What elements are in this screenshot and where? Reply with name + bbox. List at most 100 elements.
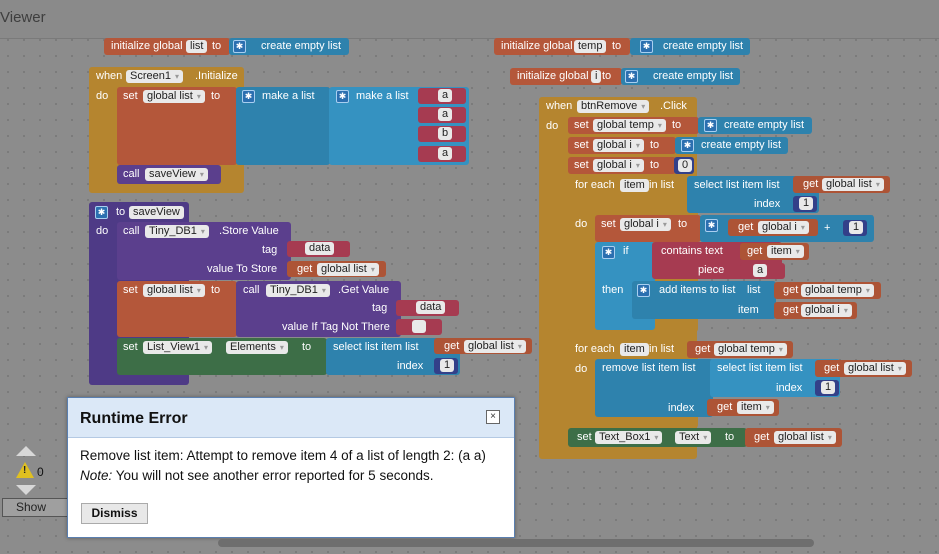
create-empty-list-block[interactable]: ✱ create empty list bbox=[675, 137, 788, 154]
create-empty-list-block[interactable]: ✱ create empty list bbox=[621, 68, 740, 85]
text-literal-block[interactable]: a bbox=[418, 107, 466, 123]
property-field[interactable]: Elements▾ bbox=[226, 341, 288, 354]
get-item-block[interactable]: get item▾ bbox=[740, 243, 809, 260]
text-value-field[interactable] bbox=[412, 320, 426, 333]
get-global-list-block[interactable]: get global list▾ bbox=[815, 360, 912, 377]
text-literal-block[interactable]: a bbox=[418, 146, 466, 162]
component-field[interactable]: List_View1▾ bbox=[143, 341, 213, 354]
horizontal-scrollbar[interactable] bbox=[218, 539, 814, 547]
create-empty-list-block[interactable]: ✱ create empty list bbox=[630, 38, 750, 55]
variable-field[interactable]: global temp▾ bbox=[801, 284, 874, 297]
previous-warning-arrow-icon[interactable] bbox=[16, 446, 36, 456]
set-global-list-block[interactable]: set global list▾ to bbox=[117, 281, 237, 337]
init-global-temp-block[interactable]: initialize global temp to bbox=[494, 38, 630, 55]
component-field[interactable]: Tiny_DB1▾ bbox=[266, 284, 330, 297]
variable-field[interactable]: global i▾ bbox=[620, 218, 671, 231]
select-list-item-block[interactable]: select list item list index bbox=[710, 359, 840, 397]
mutator-gear-icon[interactable]: ✱ bbox=[640, 40, 653, 53]
mutator-gear-icon[interactable]: ✱ bbox=[705, 219, 718, 232]
text-literal-block[interactable]: b bbox=[418, 126, 466, 142]
text-literal-block[interactable]: data bbox=[396, 300, 459, 316]
number-value-field[interactable]: 1 bbox=[440, 359, 455, 372]
add-items-to-list-block[interactable]: ✱ add items to list list item bbox=[632, 281, 776, 319]
get-global-list-block[interactable]: get global list▾ bbox=[793, 176, 890, 193]
number-literal-block[interactable]: 1 bbox=[793, 196, 817, 212]
variable-field[interactable]: global list▾ bbox=[822, 178, 884, 191]
text-value-field[interactable]: data bbox=[416, 301, 446, 314]
variable-field[interactable]: item▾ bbox=[737, 401, 774, 414]
component-field[interactable]: Screen1▾ bbox=[126, 70, 183, 83]
init-global-i-block[interactable]: initialize global i to bbox=[510, 68, 622, 85]
text-value-field[interactable]: a bbox=[438, 108, 453, 121]
tinydb-get-value-block[interactable]: call Tiny_DB1▾ .Get Value tag value If T… bbox=[236, 281, 401, 337]
set-listview-elements-block[interactable]: set List_View1▾ Elements▾ to bbox=[117, 338, 327, 375]
make-a-list-block[interactable]: ✱ make a list bbox=[236, 87, 330, 165]
mutator-gear-icon[interactable]: ✱ bbox=[336, 90, 349, 103]
number-literal-block[interactable]: 1 bbox=[815, 380, 839, 396]
variable-field[interactable]: global i▾ bbox=[593, 139, 644, 152]
next-warning-arrow-icon[interactable] bbox=[16, 485, 36, 495]
number-value-field[interactable]: 1 bbox=[821, 381, 836, 394]
create-empty-list-block[interactable]: ✱ create empty list bbox=[698, 117, 812, 134]
mutator-gear-icon[interactable]: ✱ bbox=[233, 40, 246, 53]
set-global-i-block[interactable]: set global i▾ to bbox=[568, 137, 676, 154]
get-global-list-block[interactable]: get global list▾ bbox=[434, 338, 532, 354]
component-field[interactable]: btnRemove▾ bbox=[577, 100, 650, 113]
variable-field[interactable]: global list▾ bbox=[844, 362, 906, 375]
text-value-field[interactable]: a bbox=[438, 89, 453, 102]
number-value-field[interactable]: 0 bbox=[678, 159, 693, 172]
get-global-list-block[interactable]: get global list▾ bbox=[745, 428, 842, 447]
remove-list-item-block[interactable]: remove list item list index bbox=[595, 359, 713, 417]
variable-field[interactable]: global list▾ bbox=[774, 431, 836, 444]
get-global-i-block[interactable]: get global i▾ bbox=[728, 219, 818, 236]
tinydb-store-value-block[interactable]: call Tiny_DB1▾ .Store Value tag value To… bbox=[117, 222, 291, 280]
mutator-gear-icon[interactable]: ✱ bbox=[681, 139, 694, 152]
loop-var-field[interactable]: item bbox=[620, 179, 649, 192]
text-value-field[interactable]: a bbox=[753, 264, 768, 277]
var-name-field[interactable]: i bbox=[591, 70, 602, 83]
variable-field[interactable]: global list▾ bbox=[143, 90, 205, 103]
mutator-gear-icon[interactable]: ✱ bbox=[602, 246, 615, 259]
get-item-block[interactable]: get item▾ bbox=[707, 399, 779, 416]
call-saveview-block[interactable]: call saveView▾ bbox=[117, 165, 221, 184]
text-literal-block[interactable]: data bbox=[287, 241, 350, 257]
variable-field[interactable]: global list▾ bbox=[143, 284, 205, 297]
var-name-field[interactable]: list bbox=[186, 40, 208, 53]
variable-field[interactable]: global list▾ bbox=[464, 340, 526, 353]
text-value-field[interactable]: a bbox=[438, 147, 453, 160]
variable-field[interactable]: item▾ bbox=[767, 245, 804, 258]
get-global-temp-block[interactable]: get global temp▾ bbox=[774, 282, 881, 299]
variable-field[interactable]: global i▾ bbox=[758, 221, 809, 234]
get-global-temp-block[interactable]: get global temp▾ bbox=[687, 341, 793, 358]
mutator-gear-icon[interactable]: ✱ bbox=[637, 284, 650, 297]
number-literal-block[interactable]: 0 bbox=[674, 157, 694, 174]
show-warnings-button[interactable]: Show Warnings bbox=[2, 498, 68, 517]
property-field[interactable]: Text▾ bbox=[675, 431, 712, 444]
variable-field[interactable]: global list▾ bbox=[317, 263, 379, 276]
set-textbox-text-block[interactable]: set Text_Box1▾ Text▾ to bbox=[568, 428, 747, 447]
number-value-field[interactable]: 1 bbox=[799, 197, 814, 210]
get-global-i-block[interactable]: get global i▾ bbox=[774, 302, 857, 319]
set-global-i-block[interactable]: set global i▾ to bbox=[595, 215, 701, 242]
set-global-i-block[interactable]: set global i▾ to bbox=[568, 157, 676, 174]
init-global-list-block[interactable]: initialize global list to bbox=[104, 38, 230, 55]
procedure-field[interactable]: saveView▾ bbox=[145, 168, 208, 181]
create-empty-list-block[interactable]: ✱ create empty list bbox=[229, 38, 349, 55]
text-literal-block[interactable]: a bbox=[740, 263, 785, 279]
loop-var-field[interactable]: item bbox=[620, 343, 649, 356]
text-value-field[interactable]: data bbox=[305, 242, 335, 255]
dismiss-button[interactable]: Dismiss bbox=[81, 503, 148, 524]
set-global-list-block[interactable]: set global list▾ to bbox=[117, 87, 237, 165]
number-literal-block[interactable]: 1 bbox=[434, 358, 458, 374]
close-icon[interactable]: × bbox=[486, 410, 500, 424]
variable-field[interactable]: global temp▾ bbox=[593, 119, 666, 132]
variable-field[interactable]: global i▾ bbox=[801, 304, 852, 317]
empty-text-block[interactable] bbox=[396, 319, 442, 335]
text-value-field[interactable]: b bbox=[438, 127, 453, 140]
var-name-field[interactable]: temp bbox=[574, 40, 607, 53]
mutator-gear-icon[interactable]: ✱ bbox=[242, 90, 255, 103]
number-value-field[interactable]: 1 bbox=[849, 221, 864, 234]
mutator-gear-icon[interactable]: ✱ bbox=[704, 119, 717, 132]
set-global-temp-block[interactable]: set global temp▾ to bbox=[568, 117, 699, 134]
variable-field[interactable]: global i▾ bbox=[593, 159, 644, 172]
